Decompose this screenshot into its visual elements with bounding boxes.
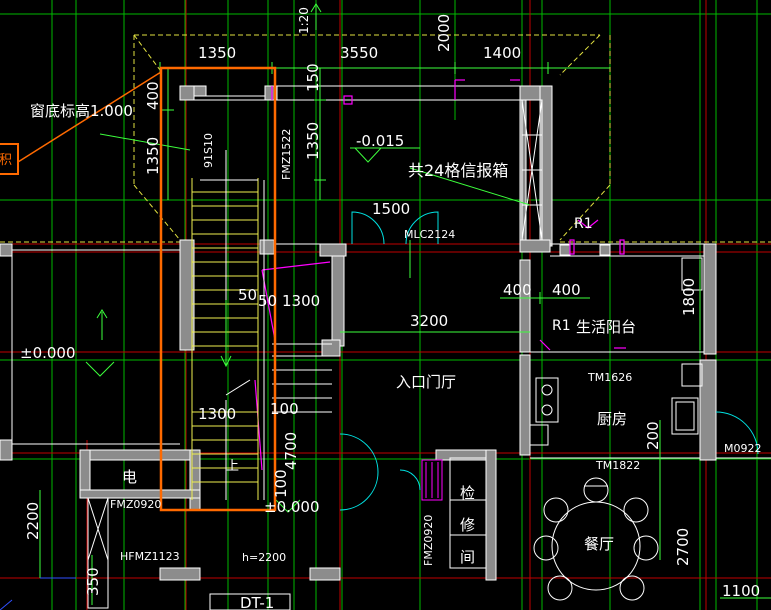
inspect-label-1: 检: [460, 484, 475, 502]
door-swings: [339, 211, 759, 511]
misc-linework: [87, 457, 487, 610]
dim-100b: 100: [272, 469, 290, 498]
dim-50a: 50: [238, 286, 257, 304]
stair-handrail: [200, 150, 332, 500]
orange-highlight: [0, 66, 277, 512]
dim-top-3550: 3550: [340, 44, 378, 62]
dim-top-1520: 1:20: [297, 7, 311, 34]
stair-arrow: [220, 300, 232, 368]
window-symbols: [254, 79, 626, 471]
dining-table: [533, 477, 659, 601]
door-code-fmz-top: FMZ1522: [280, 129, 293, 180]
dim-mid-1350: 1350: [304, 122, 322, 160]
blue-accents: [0, 577, 76, 610]
roof-outline: [0, 34, 771, 243]
door-code-tm1626: TM1626: [587, 371, 632, 384]
door-code-fmz-vertical: FMZ0920: [422, 515, 435, 566]
stair-up-mark: 上: [226, 459, 239, 474]
mailbox-label: 共24格信报箱: [408, 161, 508, 180]
r1-label-a: R1: [574, 216, 593, 232]
dim-400b: 400: [552, 281, 581, 299]
dim-top-1400: 1400: [483, 44, 521, 62]
inspect-label-2: 修: [460, 516, 475, 534]
dim-1100: 1100: [722, 582, 760, 600]
door-code-tm1822: TM1822: [595, 459, 640, 472]
dim-1300a: 1300: [282, 292, 320, 310]
orange-tag: 积: [0, 153, 12, 168]
dim-100a: 100: [270, 400, 299, 418]
dim-top-1350: 1350: [198, 44, 236, 62]
level-zero-left: ±0.000: [20, 344, 76, 362]
dim-left-1350: 1350: [144, 137, 162, 175]
service-balcony-label: 生活阳台: [576, 318, 636, 336]
dim-400a: 400: [503, 281, 532, 299]
dim-4700: 4700: [282, 432, 300, 470]
dim-left-400: 400: [144, 81, 162, 110]
dim-mid-150: 150: [304, 63, 322, 92]
walls: [0, 85, 717, 581]
r1-label-b: R1: [552, 318, 571, 334]
kitchen-label: 厨房: [597, 410, 627, 428]
dim-1300b: 1300: [198, 405, 236, 423]
level-markers: [85, 3, 411, 513]
dim-200: 200: [644, 421, 662, 450]
dim-2200: 2200: [24, 502, 42, 540]
dim-3200: 3200: [410, 312, 448, 330]
wall-lines: [11, 85, 771, 459]
inspect-label-3: 间: [460, 548, 475, 566]
dining-label: 餐厅: [584, 535, 614, 553]
level-zero-bottom: ±0.000: [264, 498, 320, 516]
door-code-m0922: M0922: [724, 442, 762, 455]
dim-1800: 1800: [680, 278, 698, 316]
window-sill-label: 窗底标高1.000: [30, 102, 133, 120]
entrance-hall-label: 入口门厅: [396, 373, 456, 391]
window-code-mlc: MLC2124: [404, 228, 455, 241]
stair-code: 91S10: [202, 133, 215, 168]
kitchen-fixtures: [529, 257, 703, 446]
dim-50b: 50: [258, 292, 277, 310]
height-label: h=2200: [242, 551, 286, 564]
dim-2700: 2700: [674, 528, 692, 566]
door-code-hfmz: HFMZ1123: [120, 550, 180, 563]
electric-room-label: 电: [122, 468, 137, 486]
dim-1500: 1500: [372, 200, 410, 218]
level-neg: -0.015: [356, 132, 404, 150]
text-layer: 1350 3550 1400 2000 1:20 400 1350 1350 1…: [0, 7, 762, 610]
elevator-label: DT-1: [240, 594, 274, 610]
door-code-fmz0920: FMZ0920: [110, 498, 161, 511]
stair-treads: [191, 178, 259, 500]
mailbox-cabinet: [521, 99, 543, 241]
dim-350: 350: [84, 567, 102, 596]
dim-top-2000: 2000: [435, 14, 453, 52]
